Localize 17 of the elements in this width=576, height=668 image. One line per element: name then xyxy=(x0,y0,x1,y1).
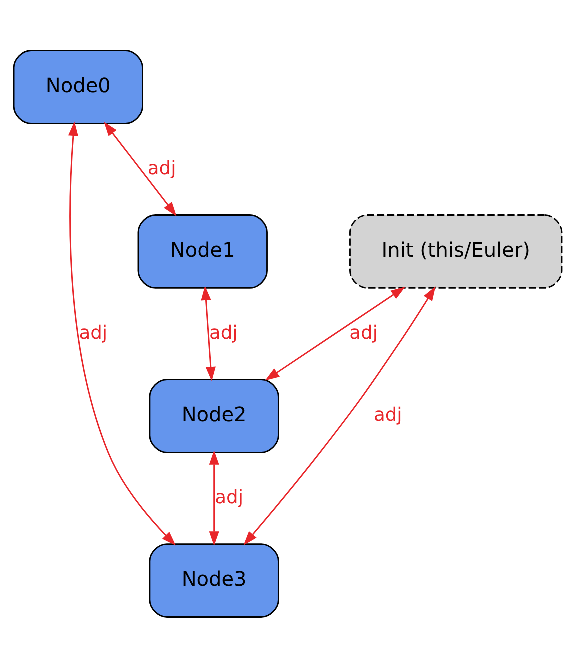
arrow xyxy=(104,122,177,216)
edge-label: adj xyxy=(374,405,402,426)
node-box: Node0 xyxy=(13,50,144,124)
edge-label: adj xyxy=(350,322,378,344)
edge-label: adj xyxy=(209,322,238,344)
node-box: Init (this/Euler) xyxy=(350,214,563,289)
edge-label: adj xyxy=(79,322,108,344)
node-box: Node2 xyxy=(149,379,280,454)
arrow xyxy=(244,286,436,546)
node-box: Node1 xyxy=(138,214,268,289)
arrow xyxy=(265,287,406,381)
edge-label: adj xyxy=(215,487,244,508)
node-box: Node3 xyxy=(149,544,280,618)
arrow xyxy=(68,122,176,546)
arrow xyxy=(209,450,220,546)
edge-label: adj xyxy=(148,158,176,180)
arrow xyxy=(201,286,216,382)
